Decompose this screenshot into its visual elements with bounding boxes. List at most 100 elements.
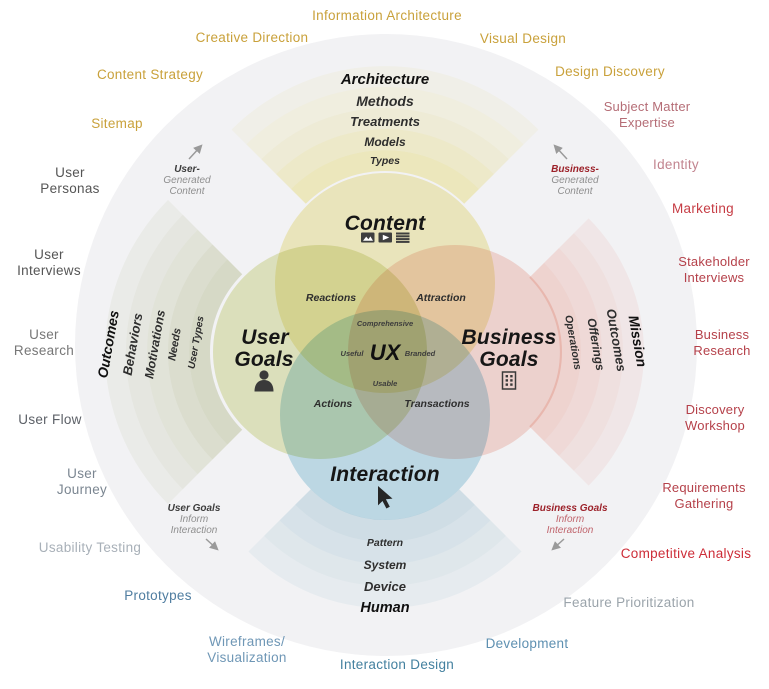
orbit-user-journey: User	[67, 466, 97, 481]
content-title: Content	[345, 212, 427, 235]
interaction-ripple-bands	[248, 489, 522, 609]
orbit-marketing: Marketing	[672, 201, 734, 216]
ripple-band	[248, 535, 522, 609]
orbit-visual-design: Visual Design	[480, 31, 566, 46]
annotation-line: Inform	[180, 514, 208, 525]
ripple-band	[573, 218, 644, 486]
orbit-user-interviews: Interviews	[17, 263, 81, 278]
ripple-band	[246, 86, 524, 160]
annotation-line: Generated	[551, 175, 599, 186]
ripple-band	[295, 489, 475, 542]
content-layer-architecture: Architecture	[340, 71, 429, 88]
interaction-title: Interaction	[330, 463, 440, 486]
orbit-discovery-workshop: Discovery	[686, 402, 745, 417]
content-media-icons	[361, 232, 410, 243]
content-layer-types: Types	[370, 155, 400, 167]
ripple-band	[276, 128, 494, 189]
annotation-user-generated-content: User- Generated Content	[163, 144, 211, 197]
orbit-information-architecture: Information Architecture	[312, 8, 462, 23]
ripple-band	[279, 504, 491, 565]
ripple-band	[558, 233, 624, 471]
arrow-up-right-icon	[188, 144, 203, 160]
annotation-line: Interaction	[171, 525, 218, 536]
content-layer-treatments: Treatments	[350, 114, 420, 129]
arrow-down-left-icon	[551, 538, 565, 551]
orbit-user-research: Research	[14, 343, 74, 358]
image-icon	[361, 232, 375, 243]
orbit-subject-matter-expertise: Subject Matter	[604, 99, 691, 114]
ripple-band	[544, 248, 602, 456]
annotation-lead: User Goals	[168, 503, 221, 514]
orbit-identity: Identity	[653, 157, 699, 172]
annotation-business-generated-content: Business- Generated Content	[551, 144, 600, 197]
annotation-line: Generated	[163, 175, 211, 186]
annotation-business-goals-inform-interaction: Business Goals Inform Interaction	[532, 503, 608, 551]
user-layer-needs: Needs	[166, 327, 184, 362]
orbit-subject-matter-expertise: Expertise	[619, 115, 675, 130]
interaction-layer-device: Device	[364, 579, 406, 594]
orbit-usability-testing: Usability Testing	[39, 540, 141, 555]
user-goals-title-line1: User	[241, 326, 290, 349]
ripple-band	[147, 229, 213, 475]
ripple-band	[125, 214, 198, 490]
orbit-wireframes-visualization: Wireframes/	[209, 634, 285, 649]
overlap-reactions: Reactions	[306, 292, 356, 304]
orbit-discovery-workshop: Workshop	[685, 418, 745, 433]
orbit-user-interviews: User	[34, 247, 64, 262]
user-ripple-bands	[105, 200, 243, 504]
orbit-user-research: User	[29, 327, 59, 342]
orbit-prototypes: Prototypes	[124, 588, 192, 603]
ripple-band	[189, 259, 243, 445]
orbit-design-discovery: Design Discovery	[555, 64, 665, 79]
orbit-stakeholder-interviews: Interviews	[684, 270, 745, 285]
quality-comprehensive: Comprehensive	[357, 319, 413, 328]
orbit-interaction-design: Interaction Design	[340, 657, 454, 672]
arrow-down-right-icon	[205, 538, 219, 551]
interaction-layer-pattern: Pattern	[367, 537, 403, 549]
annotation-line: Interaction	[547, 525, 594, 536]
ripple-band	[231, 66, 539, 145]
orbit-business-research: Research	[693, 343, 750, 358]
ripple-band	[261, 108, 509, 175]
orbit-wireframes-visualization: Visualization	[207, 650, 286, 665]
annotation-line: Content	[557, 186, 593, 197]
orbit-stakeholder-interviews: Stakeholder	[678, 254, 750, 269]
list-icon	[396, 232, 410, 243]
quality-branded: Branded	[405, 349, 436, 358]
orbit-requirements-gathering: Gathering	[675, 496, 734, 511]
orbit-feature-prioritization: Feature Prioritization	[563, 595, 694, 610]
content-ripple-bands	[231, 66, 539, 204]
ux-center-label: UX	[370, 340, 402, 365]
ripple-band	[291, 150, 479, 204]
person-icon	[254, 370, 274, 392]
annotation-line: Inform	[556, 514, 584, 525]
ripple-band	[264, 520, 506, 586]
ripple-band	[167, 244, 228, 460]
interaction-layer-system: System	[364, 558, 407, 572]
content-layer-models: Models	[364, 135, 406, 149]
business-ripple-bands	[529, 218, 644, 486]
interaction-layer-human: Human	[360, 600, 409, 616]
overlap-actions: Actions	[313, 398, 353, 410]
orbit-development: Development	[486, 636, 569, 651]
orbit-user-flow: User Flow	[18, 412, 81, 427]
orbit-competitive-analysis: Competitive Analysis	[621, 546, 752, 561]
annotation-lead: Business Goals	[532, 503, 607, 514]
cursor-icon	[378, 486, 393, 509]
orbit-content-strategy: Content Strategy	[97, 67, 203, 82]
quality-useful: Useful	[341, 349, 365, 358]
building-icon	[501, 371, 517, 390]
overlap-transactions: Transactions	[404, 398, 469, 410]
play-icon	[378, 232, 392, 243]
orbit-creative-direction: Creative Direction	[196, 30, 309, 45]
content-layer-methods: Methods	[356, 93, 414, 109]
quality-usable: Usable	[373, 379, 398, 388]
annotation-lead: Business-	[551, 164, 599, 175]
overlap-attraction: Attraction	[415, 292, 466, 304]
orbit-user-journey: Journey	[57, 482, 107, 497]
interaction-circle	[280, 310, 490, 520]
arrow-up-left-icon	[553, 144, 568, 160]
orbit-business-research: Business	[695, 327, 750, 342]
user-goals-title-line2: Goals	[234, 348, 293, 371]
